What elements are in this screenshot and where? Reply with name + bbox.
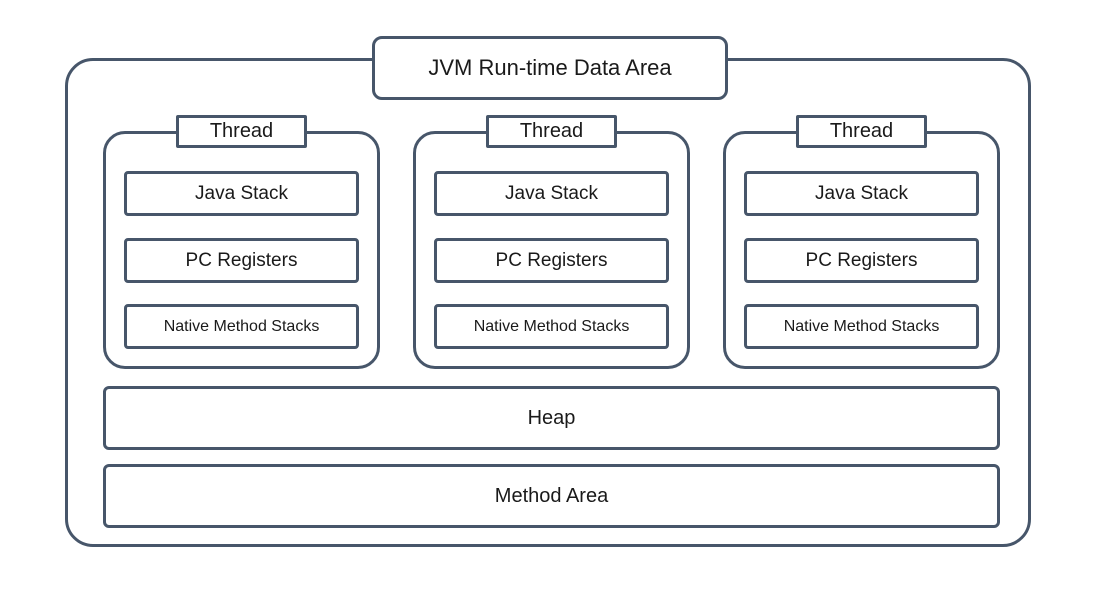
method-area-box: Method Area <box>103 464 1000 528</box>
java-stack-box-2: Java Stack <box>434 171 669 216</box>
thread-label-text: Thread <box>209 120 274 142</box>
thread-label-text: Thread <box>519 120 584 142</box>
thread-label-text: Thread <box>829 120 894 142</box>
method-area-label: Method Area <box>494 484 609 507</box>
java-stack-label: Java Stack <box>815 182 908 204</box>
pc-registers-box-3: PC Registers <box>744 238 979 283</box>
pc-registers-label: PC Registers <box>495 249 608 271</box>
java-stack-label: Java Stack <box>505 182 598 204</box>
thread-label-2: Thread <box>486 115 617 148</box>
heap-label: Heap <box>527 406 576 429</box>
native-method-stacks-label: Native Method Stacks <box>473 317 630 335</box>
native-method-stacks-label: Native Method Stacks <box>783 317 940 335</box>
pc-registers-box-2: PC Registers <box>434 238 669 283</box>
java-stack-box-1: Java Stack <box>124 171 359 216</box>
native-method-stacks-label: Native Method Stacks <box>163 317 320 335</box>
diagram-title-box: JVM Run-time Data Area <box>372 36 728 100</box>
native-method-stacks-box-1: Native Method Stacks <box>124 304 359 349</box>
heap-box: Heap <box>103 386 1000 450</box>
pc-registers-box-1: PC Registers <box>124 238 359 283</box>
diagram-title: JVM Run-time Data Area <box>428 55 672 80</box>
thread-label-3: Thread <box>796 115 927 148</box>
native-method-stacks-box-3: Native Method Stacks <box>744 304 979 349</box>
pc-registers-label: PC Registers <box>185 249 298 271</box>
pc-registers-label: PC Registers <box>805 249 918 271</box>
java-stack-label: Java Stack <box>195 182 288 204</box>
thread-label-1: Thread <box>176 115 307 148</box>
java-stack-box-3: Java Stack <box>744 171 979 216</box>
native-method-stacks-box-2: Native Method Stacks <box>434 304 669 349</box>
